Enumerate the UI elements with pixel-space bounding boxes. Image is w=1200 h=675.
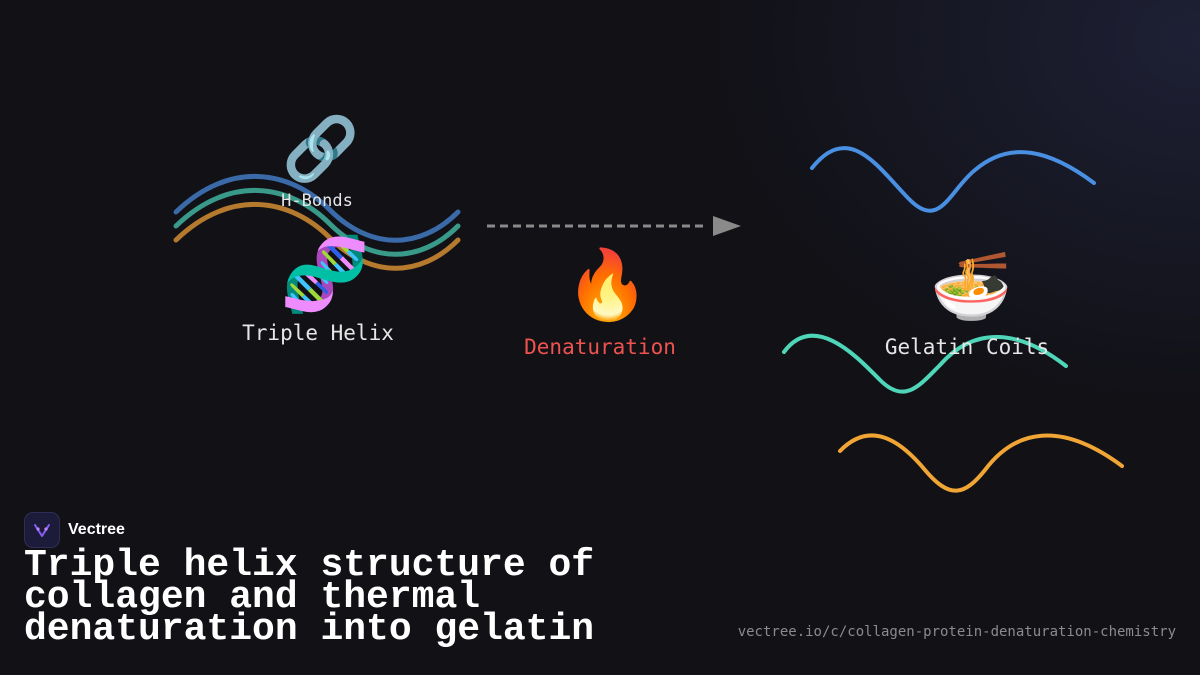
fire-icon: 🔥	[565, 246, 650, 325]
process-arrow-head	[713, 216, 741, 236]
brand[interactable]: Vectree	[24, 512, 125, 548]
helix-strand-blue	[173, 174, 461, 243]
link-icon: 🔗	[282, 112, 360, 185]
denaturation-label: Denaturation	[524, 335, 676, 359]
helix-strand-gold	[173, 202, 461, 271]
dna-icon: 🧬	[280, 232, 370, 316]
gelatin-coil-blue	[810, 146, 1096, 213]
helix-strand-teal	[173, 188, 461, 257]
gelatin-coils-label: Gelatin Coils	[884, 335, 1050, 359]
vectree-logo-icon	[24, 512, 60, 548]
gelatin-coil-orange	[838, 433, 1124, 493]
brand-name: Vectree	[68, 521, 125, 538]
source-url[interactable]: vectree.io/c/collagen-protein-denaturati…	[737, 624, 1176, 640]
triple-helix-label: Triple Helix	[242, 321, 394, 345]
gelatin-coil-teal	[782, 333, 1068, 394]
page-title: Triple helix structure of collagen and t…	[24, 544, 595, 651]
noodle-bowl-icon: 🍜	[930, 248, 1013, 325]
h-bonds-label: H-Bonds	[281, 191, 353, 211]
